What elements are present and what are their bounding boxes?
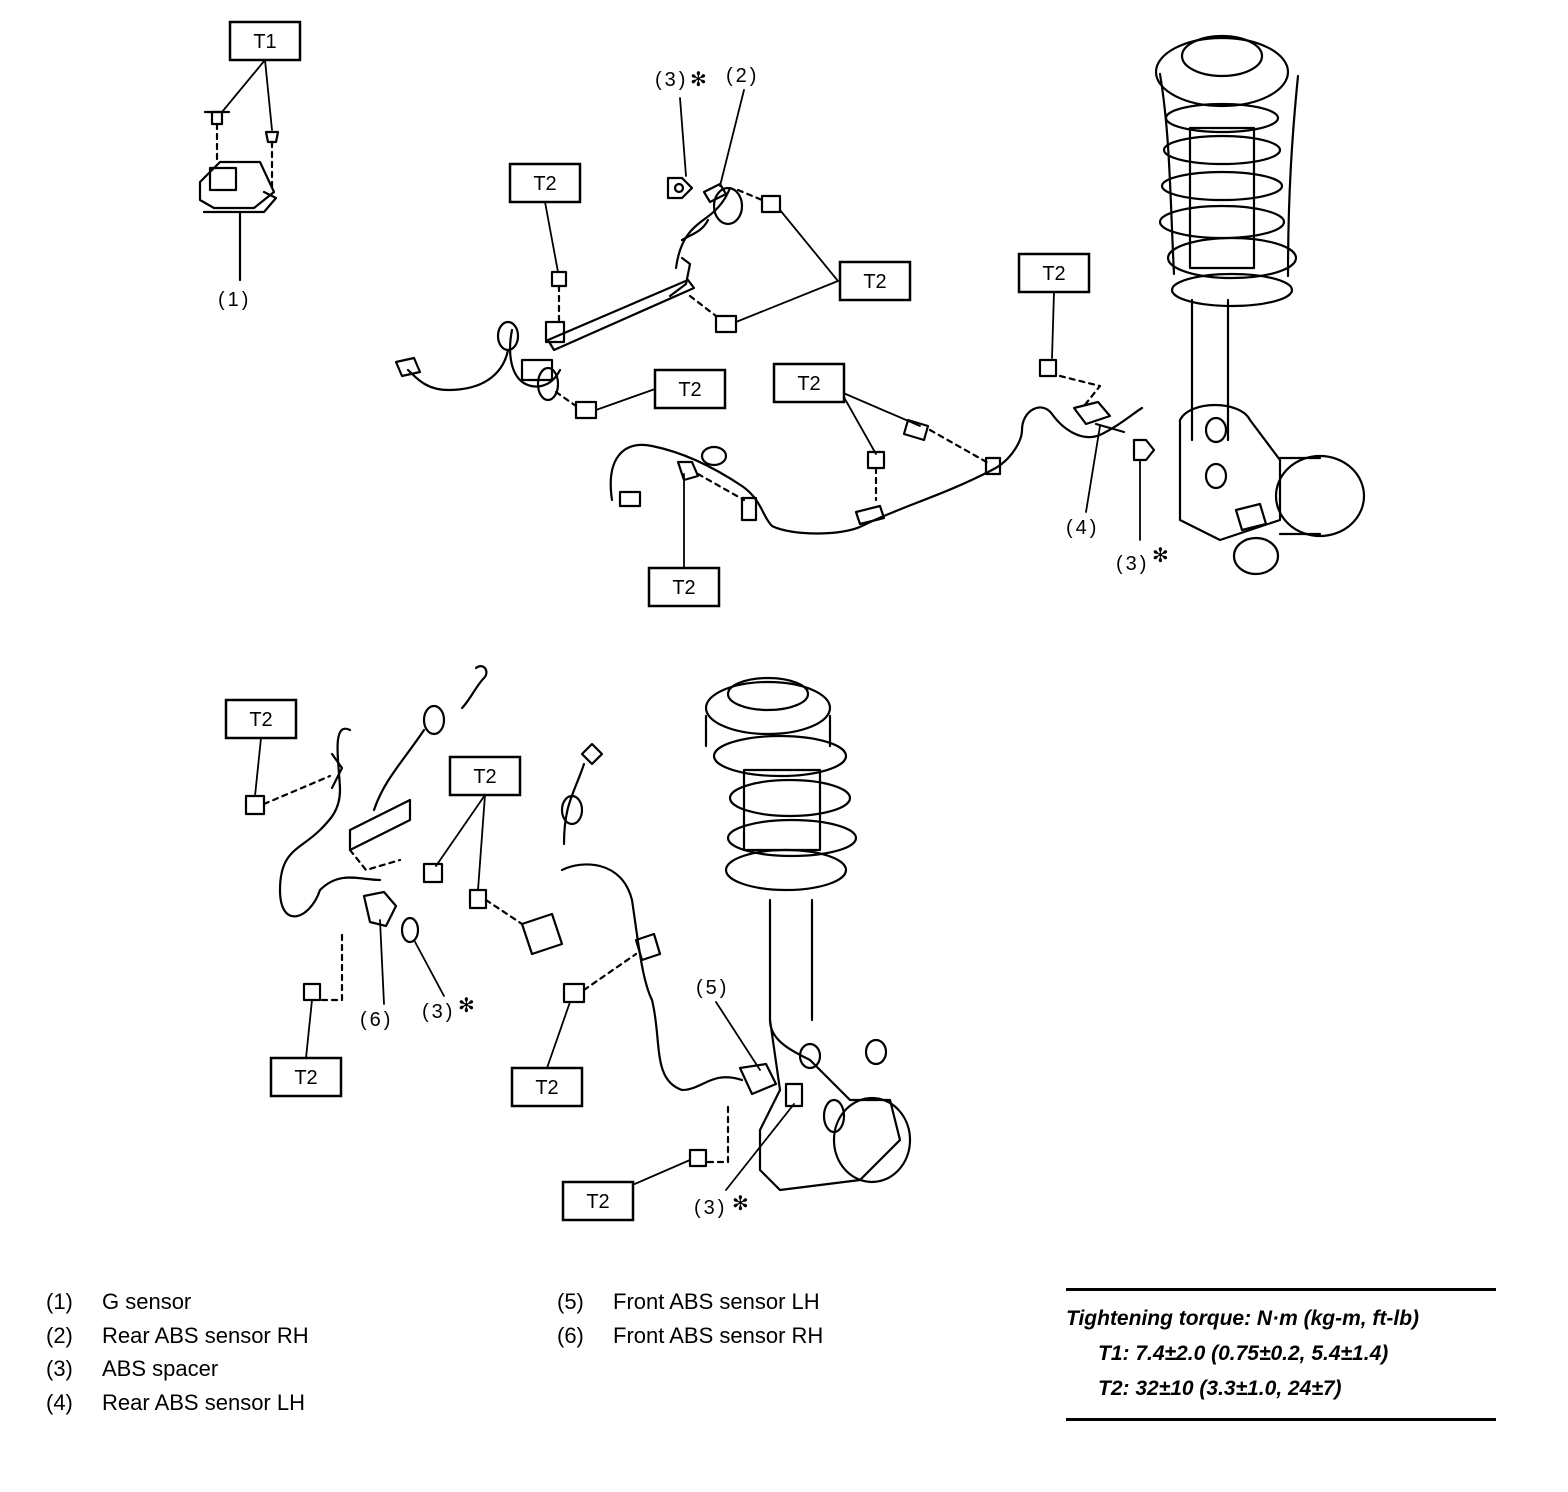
- callout-asterisk: ✻: [458, 995, 478, 1017]
- svg-text:T2: T2: [863, 271, 886, 293]
- torque-t2-value: T2: 32±10 (3.3±1.0, 24±7): [1098, 1377, 1342, 1400]
- legend-label: G sensor: [102, 1289, 192, 1314]
- abs-components-exploded-diagram: T1 T2 T2 T2 T2 T2 T2 T2: [198, 20, 1366, 1222]
- torque-tag-t2: T2: [838, 260, 912, 302]
- legend-number: (1): [46, 1289, 73, 1314]
- legend-number: (2): [46, 1322, 73, 1348]
- front-harness-lh-drawing: [468, 742, 804, 1168]
- tightening-torque-spec: Tightening torque: N·m (kg-m, ft-lb) T1:…: [1066, 1288, 1496, 1421]
- torque-tag-t2: T2: [647, 566, 721, 608]
- rear-harness-lh-drawing: [609, 358, 1156, 535]
- legend-item: (1) G sensor: [46, 1285, 309, 1319]
- callout-3: (3): [422, 1001, 455, 1023]
- svg-text:T2: T2: [672, 577, 695, 599]
- callout-4: (4): [1066, 517, 1099, 539]
- parts-legend-left: (1) G sensor (2) Rear ABS sensor RH (3) …: [46, 1285, 309, 1419]
- g-sensor-drawing: [198, 110, 280, 282]
- callout-5: (5): [696, 977, 729, 999]
- svg-text:T2: T2: [294, 1067, 317, 1089]
- legend-number: (6): [557, 1322, 584, 1348]
- callout-asterisk: ✻: [1152, 545, 1172, 567]
- torque-tag-t2: T2: [269, 1056, 343, 1098]
- torque-tag-t2: T2: [510, 1066, 584, 1108]
- callout-asterisk: ✻: [690, 69, 710, 91]
- torque-tag-t1: T1: [228, 20, 302, 62]
- legend-number: (4): [46, 1389, 73, 1415]
- svg-text:T1: T1: [253, 31, 276, 53]
- torque-tag-t2: T2: [1017, 252, 1091, 294]
- svg-text:T2: T2: [1042, 263, 1065, 285]
- callout-asterisk: ✻: [732, 1193, 752, 1215]
- legend-label: Front ABS sensor LH: [613, 1289, 820, 1314]
- part-callouts: (1) (3) ✻ (2) (4) (3) ✻ (6) (3) ✻ (5) (3…: [218, 65, 1172, 1219]
- svg-text:T2: T2: [797, 373, 820, 395]
- callout-3: (3): [694, 1197, 727, 1219]
- parts-legend-right: (5) Front ABS sensor LH (6) Front ABS se…: [557, 1285, 823, 1352]
- torque-t1-value: T1: 7.4±2.0 (0.75±0.2, 5.4±1.4): [1098, 1342, 1389, 1365]
- torque-tag-t2: T2: [772, 362, 846, 404]
- legend-number: (5): [557, 1289, 584, 1314]
- rear-bracket-rh-drawing: [394, 176, 782, 420]
- torque-tag-t2: T2: [561, 1180, 635, 1222]
- legend-item: (6) Front ABS sensor RH: [557, 1319, 823, 1353]
- front-strut-assembly-drawing: [704, 676, 912, 1192]
- svg-text:T2: T2: [586, 1191, 609, 1213]
- svg-text:T2: T2: [249, 709, 272, 731]
- svg-text:T2: T2: [678, 379, 701, 401]
- callout-3: (3): [655, 69, 688, 91]
- torque-tags: T1 T2 T2 T2 T2 T2 T2 T2: [224, 20, 1091, 1222]
- torque-tag-t2: T2: [224, 698, 298, 740]
- legend-label: Rear ABS sensor RH: [102, 1322, 309, 1348]
- svg-text:T2: T2: [473, 766, 496, 788]
- callout-1: (1): [218, 289, 251, 311]
- legend-label: Front ABS sensor RH: [613, 1322, 824, 1348]
- legend-label: ABS spacer: [102, 1356, 219, 1381]
- callout-2: (2): [726, 65, 759, 87]
- callout-3: (3): [1116, 553, 1149, 575]
- legend-item: (5) Front ABS sensor LH: [557, 1285, 823, 1319]
- torque-heading: Tightening torque: N·m (kg-m, ft-lb): [1066, 1307, 1420, 1330]
- svg-text:T2: T2: [535, 1077, 558, 1099]
- legend-label: Rear ABS sensor LH: [102, 1389, 305, 1415]
- torque-tag-t2: T2: [653, 368, 727, 410]
- rear-strut-assembly-drawing: [1154, 34, 1366, 576]
- legend-item: (3) ABS spacer: [46, 1352, 309, 1386]
- legend-item: (2) Rear ABS sensor RH: [46, 1319, 309, 1353]
- torque-tag-t2: T2: [448, 755, 522, 797]
- torque-tag-t2: T2: [508, 162, 582, 204]
- legend-item: (4) Rear ABS sensor LH: [46, 1386, 309, 1420]
- callout-6: (6): [360, 1009, 393, 1031]
- front-harness-rh-drawing: [244, 665, 488, 1002]
- leader-lines: [221, 59, 1141, 1191]
- legend-number: (3): [46, 1356, 73, 1381]
- svg-text:T2: T2: [533, 173, 556, 195]
